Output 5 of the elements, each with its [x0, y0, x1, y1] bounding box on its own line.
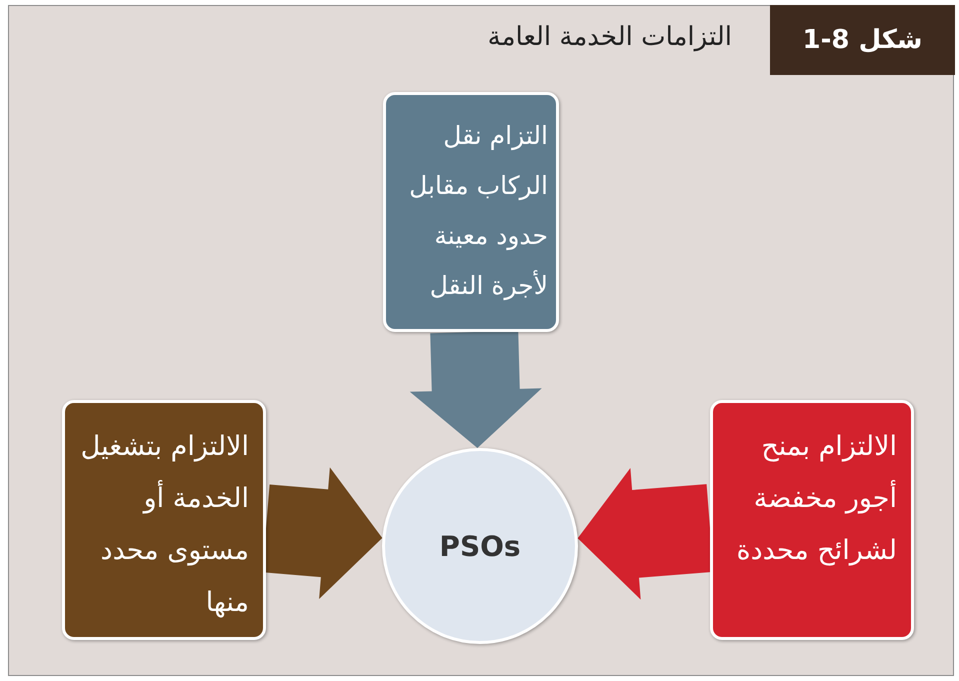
block-arrow	[410, 330, 542, 448]
obligation-box: الالتزام بمنح أجور مخفضة لشرائح محددة	[710, 400, 914, 640]
obligation-box: التزام نقل الركاب مقابل حدود معينة لأجرة النقل	[383, 92, 559, 332]
obligation-box: الالتزام بتشغيل الخدمة أو مستوى محدد منها	[62, 400, 266, 640]
figure-title: التزامات الخدمة العامة	[486, 22, 732, 52]
